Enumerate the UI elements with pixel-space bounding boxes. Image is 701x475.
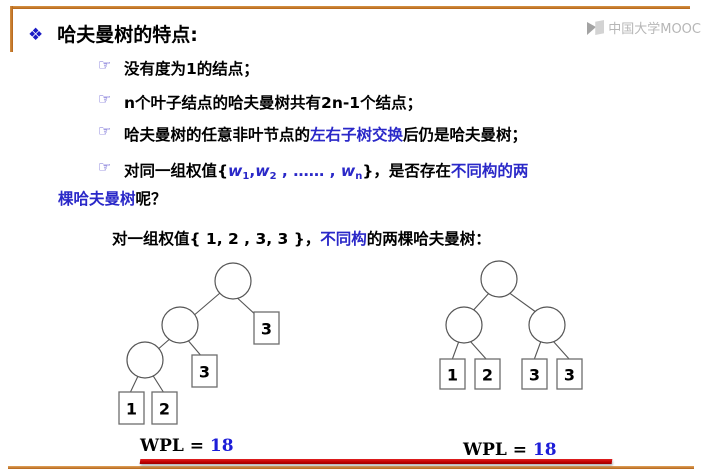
mooc-logo: 中国大学MOOC <box>587 18 701 37</box>
bullet-1-text: 没有度为1的结点； <box>124 60 259 78</box>
left-tree-edge <box>185 337 204 359</box>
weight-comma-1: , <box>249 162 256 180</box>
bullet-item-2: ☞ n个叶子结点的哈夫曼树共有2n-1个结点； <box>98 90 423 114</box>
page-title: ❖ 哈夫曼树的特点: <box>28 20 198 47</box>
left-wpl-label: WPL = <box>140 436 210 456</box>
pointing-hand-icon: ☞ <box>98 90 112 108</box>
bullet-4-line2: 棵哈夫曼树呢？ <box>58 188 167 210</box>
diamond-bullet-icon: ❖ <box>28 25 44 45</box>
left-tree-leaf-label-3a: 3 <box>261 320 272 339</box>
left-tree-edge <box>151 373 165 394</box>
right-tree-edge <box>469 340 488 361</box>
left-tree-edge <box>129 373 140 394</box>
example-prefix: 对一组权值{ 1, 2 , 3, 3 }， <box>112 230 321 248</box>
bullet-4-text: 对同一组权值{w1,w2 , …… , wn}，是否存在不同构的两 <box>124 160 528 188</box>
left-tree-leaf <box>191 354 218 388</box>
bullet-3-text: 哈夫曼树的任意非叶节点的左右子树交换后仍是哈夫曼树； <box>124 124 527 146</box>
bullet-item-3: ☞ 哈夫曼树的任意非叶节点的左右子树交换后仍是哈夫曼树； <box>98 122 527 146</box>
bullet-4-highlight: 不同构的两 <box>450 162 529 180</box>
left-tree: 3 3 1 2 <box>118 262 280 425</box>
left-tree-leaf-label-3b: 3 <box>199 363 210 382</box>
right-tree-wpl: WPL = 18 <box>463 440 557 460</box>
left-tree-root-node <box>214 262 252 300</box>
bullet-item-4: ☞ 对同一组权值{w1,w2 , …… , wn}，是否存在不同构的两 <box>98 158 528 188</box>
bullet-4-line2-blue: 棵哈夫曼树 <box>58 190 136 208</box>
frame-bottom-border <box>8 466 694 469</box>
pointing-hand-icon: ☞ <box>98 158 112 176</box>
bullet-3-suffix: 后仍是哈夫曼树； <box>403 126 528 144</box>
bullet-item-1: ☞ 没有度为1的结点； <box>98 56 259 80</box>
left-wpl-value: 18 <box>209 436 234 456</box>
left-tree-internal-node <box>126 341 164 379</box>
left-tree-edge <box>232 293 259 318</box>
right-tree-edge <box>468 291 491 316</box>
weight-w2-sub: 2 <box>269 171 277 182</box>
weight-ellipsis: , …… , <box>276 162 341 180</box>
left-tree-leaf <box>118 391 145 425</box>
weight-w1: w <box>228 162 243 180</box>
right-tree-leaf <box>556 358 583 390</box>
right-tree-edge <box>451 340 460 361</box>
example-highlight: 不同构 <box>320 230 367 248</box>
right-tree-internal-node <box>528 306 566 344</box>
example-suffix: 的两棵哈夫曼树： <box>366 230 491 248</box>
right-tree-leaf-label-3b: 3 <box>564 366 575 385</box>
bullet-4-prefix: 对同一组权值{ <box>124 162 229 180</box>
weight-w2: w <box>255 162 270 180</box>
pointing-hand-icon: ☞ <box>98 56 112 74</box>
right-tree-edge <box>533 340 542 361</box>
right-tree: 1 2 3 3 <box>439 260 583 390</box>
pointing-hand-icon: ☞ <box>98 122 112 140</box>
left-tree-wpl: WPL = 18 <box>140 436 234 456</box>
frame-top-border <box>10 6 690 9</box>
weight-wn: w <box>340 162 356 180</box>
left-tree-leaf <box>151 391 178 425</box>
bullet-3-prefix: 哈夫曼树的任意非叶节点的 <box>124 126 311 144</box>
right-wpl-label: WPL = <box>463 440 533 460</box>
right-tree-leaf-label-3a: 3 <box>529 366 540 385</box>
weight-wn-sub: n <box>355 171 363 182</box>
left-tree-edge <box>191 292 221 318</box>
left-tree-edge <box>147 336 173 359</box>
right-tree-root-node <box>480 260 518 298</box>
left-tree-leaf-label-2: 2 <box>159 400 170 419</box>
right-tree-edge <box>507 291 541 316</box>
bullet-4-line2-black: 呢？ <box>135 190 167 208</box>
bullet-3-highlight: 左右子树交换 <box>310 126 404 144</box>
weight-w1-sub: 1 <box>242 171 250 182</box>
right-tree-leaf-label-2: 2 <box>482 366 493 385</box>
right-tree-leaf <box>521 358 548 390</box>
bullet-2-text: n个叶子结点的哈夫曼树共有2n-1个结点； <box>124 94 423 112</box>
left-tree-leaf <box>253 311 280 345</box>
page-title-text: 哈夫曼树的特点: <box>57 24 198 46</box>
red-underline-bar <box>139 459 613 464</box>
example-line: 对一组权值{ 1, 2 , 3, 3 }，不同构的两棵哈夫曼树： <box>112 228 491 250</box>
right-tree-internal-node <box>445 306 483 344</box>
logo-text: 中国大学MOOC <box>608 22 701 37</box>
right-tree-leaf <box>439 358 466 390</box>
bullet-4-middle: }，是否存在 <box>362 162 451 180</box>
right-tree-edge <box>552 340 571 361</box>
right-tree-leaf-label-1: 1 <box>447 366 458 385</box>
book-logo-icon <box>587 20 605 35</box>
frame-left-border <box>10 6 13 52</box>
left-tree-internal-node <box>161 306 199 344</box>
right-wpl-value: 18 <box>532 440 557 460</box>
left-tree-leaf-label-1: 1 <box>126 400 137 419</box>
right-tree-leaf <box>474 358 501 390</box>
